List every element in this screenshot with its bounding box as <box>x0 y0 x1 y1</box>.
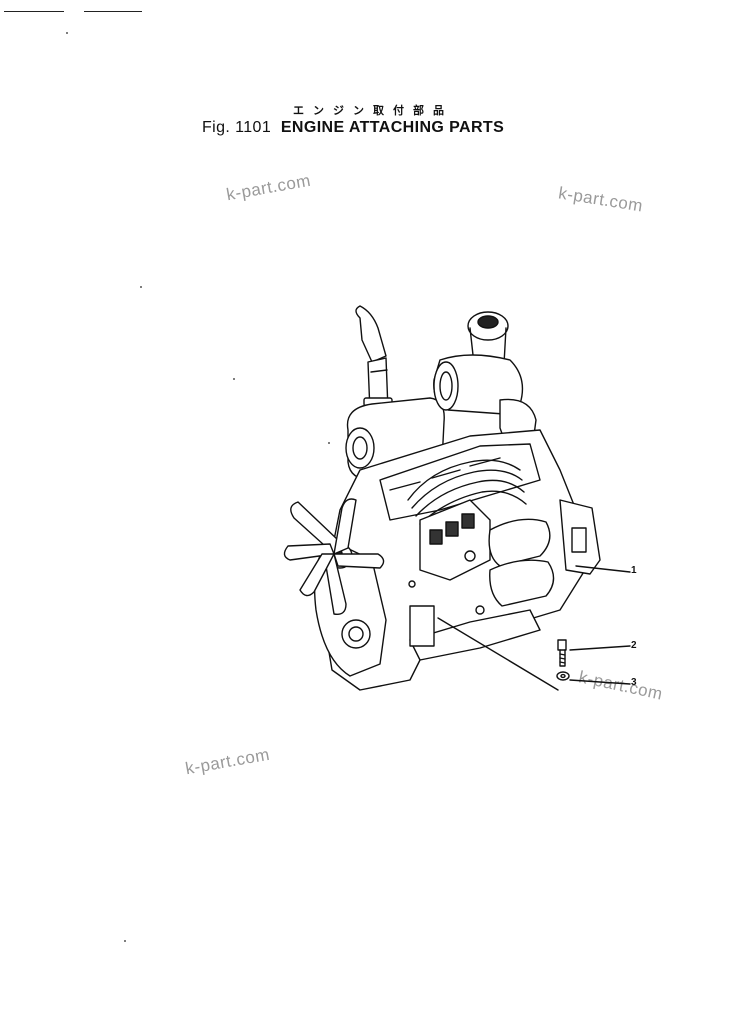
header-rule-right <box>84 11 142 12</box>
title-japanese: エンジン取付部品 <box>293 104 453 117</box>
figure-caption: ENGINE ATTACHING PARTS <box>280 119 505 136</box>
scan-speck <box>328 442 330 444</box>
callout-1: 1 <box>631 565 637 576</box>
figure-title: Fig. 1101 ENGINE ATTACHING PARTS <box>202 119 504 137</box>
scan-speck <box>124 940 126 942</box>
callout-3: 3 <box>631 677 637 688</box>
callout-2: 2 <box>631 640 637 651</box>
scan-speck <box>140 286 142 288</box>
scan-speck <box>233 378 235 380</box>
figure-number: Fig. 1101 <box>202 119 272 136</box>
scan-speck <box>66 32 68 34</box>
header-rule-left <box>4 11 64 12</box>
